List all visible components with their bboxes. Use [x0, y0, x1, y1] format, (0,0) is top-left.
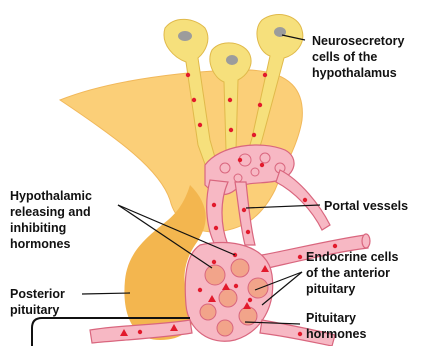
- label-posterior-line-2: pituitary: [10, 303, 59, 317]
- label-pituitary-hormones-line-2: hormones: [306, 327, 366, 341]
- label-endocrine-cells: Endocrine cells of the anterior pituitar…: [306, 250, 402, 296]
- label-releasing-line-3: inhibiting: [10, 221, 66, 235]
- label-endocrine-line-3: pituitary: [306, 282, 355, 296]
- vessel-end-right: [362, 234, 370, 248]
- label-neurosecretory-line-1: Neurosecretory: [312, 34, 404, 48]
- label-posterior-pituitary: Posterior pituitary: [10, 287, 68, 317]
- nucleus-1: [178, 31, 192, 41]
- label-releasing-line-4: hormones: [10, 237, 70, 251]
- label-neurosecretory: Neurosecretory cells of the hypothalamus: [312, 34, 408, 80]
- label-releasing-hormones: Hypothalamic releasing and inhibiting ho…: [10, 189, 95, 251]
- label-endocrine-line-1: Endocrine cells: [306, 250, 398, 264]
- label-neurosecretory-line-2: cells of the: [312, 50, 377, 64]
- label-releasing-line-2: releasing and: [10, 205, 91, 219]
- label-releasing-line-1: Hypothalamic: [10, 189, 92, 203]
- label-posterior-line-1: Posterior: [10, 287, 65, 301]
- label-endocrine-line-2: of the anterior: [306, 266, 390, 280]
- nucleus-2: [226, 55, 238, 65]
- label-portal-line-1: Portal vessels: [324, 199, 408, 213]
- label-pituitary-hormones: Pituitary hormones: [306, 311, 366, 341]
- label-neurosecretory-line-3: hypothalamus: [312, 66, 397, 80]
- label-portal-vessels: Portal vessels: [324, 199, 408, 213]
- label-pituitary-hormones-line-1: Pituitary: [306, 311, 356, 325]
